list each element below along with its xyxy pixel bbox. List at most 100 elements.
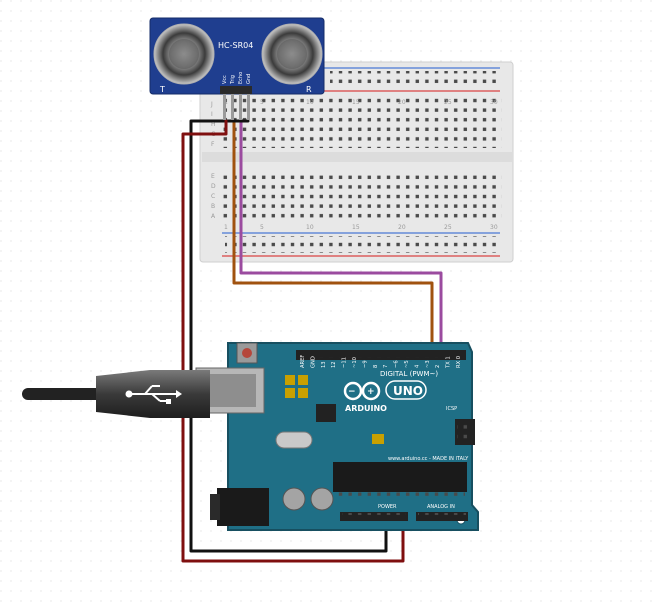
- sensor-corner-right: R: [306, 85, 312, 94]
- breadboard-row-letter: C: [211, 193, 215, 200]
- breadboard-column-number: 25: [444, 99, 452, 106]
- usb-icon-arrow: [176, 390, 182, 398]
- digital-pin-label: ~5: [404, 360, 410, 368]
- crystal-oscillator: [275, 431, 313, 449]
- breadboard-column-number: 15: [352, 224, 360, 231]
- analog-label: ANALOG IN: [427, 504, 455, 510]
- sensor-pin: [231, 94, 234, 120]
- center-channel: [202, 152, 512, 162]
- arduino-uno-board: AREF GND 13 12 ~11 ~10 ~9 8 7 ~6 ~5 4 ~3 2 TX 1 RX 0 DI…: [195, 342, 479, 531]
- digital-pin-label: 8: [373, 365, 379, 368]
- breadboard-row-letter: J: [210, 101, 213, 108]
- breadboard-row-letter: F: [211, 141, 215, 148]
- digital-pin-label: 13: [321, 361, 327, 368]
- digital-pin-label: ~10: [352, 357, 358, 368]
- capacitor: [310, 487, 334, 511]
- digital-pin-label: GND: [310, 356, 316, 368]
- digital-pin-label: ~11: [342, 357, 348, 368]
- usb-b-connector-inner: [204, 374, 256, 407]
- led-l: [285, 375, 295, 385]
- wire-echo-to-pin-3: [239, 119, 443, 352]
- top-rail-holes: [330, 71, 500, 88]
- model-text: UNO: [393, 384, 423, 398]
- breadboard-column-number: 5: [260, 224, 264, 231]
- digital-label: DIGITAL (PWM~): [380, 370, 438, 378]
- upper-terminal-holes: [220, 98, 502, 148]
- brand-text: ARDUINO: [345, 404, 387, 413]
- dc-power-jack-tip: [210, 494, 220, 520]
- power-header-pins: [342, 513, 406, 520]
- digital-pin-label: ~3: [425, 360, 431, 368]
- breadboard-column-number: 20: [398, 99, 406, 106]
- digital-header-pins: [298, 352, 464, 358]
- bottom-rail-holes: [225, 236, 500, 253]
- sensor-pin-label: Echo: [238, 72, 244, 84]
- icsp-label: ICSP: [446, 406, 457, 412]
- breadboard-column-number: 10: [306, 99, 314, 106]
- digital-pin-label: 12: [331, 361, 337, 368]
- digital-pin-label: ~9: [362, 360, 368, 368]
- breadboard-column-number: 25: [444, 224, 452, 231]
- arduino-logo: − +: [343, 381, 381, 401]
- sensor-corner-left: T: [159, 85, 165, 94]
- breadboard-column-number: 1: [224, 224, 228, 231]
- sensor-pin-label: Vcc: [222, 75, 228, 84]
- digital-pin-label: 2: [435, 365, 441, 368]
- digital-pin-label: TX 1: [446, 356, 452, 369]
- sensor-pin-label: Trig: [230, 75, 236, 85]
- reset-button-cap[interactable]: [242, 348, 252, 358]
- breadboard-column-number: 15: [352, 99, 360, 106]
- breadboard-column-number: 5: [260, 99, 264, 106]
- digital-pin-label: AREF: [300, 355, 306, 368]
- usb-chip: [316, 404, 336, 422]
- model-badge: [385, 380, 427, 400]
- chip-pins-top: [335, 458, 465, 462]
- digital-pin-label: ~6: [394, 360, 400, 368]
- wires: [181, 119, 443, 563]
- usb-icon-dot: [125, 390, 133, 398]
- svg-text:−: −: [348, 387, 356, 397]
- digital-pin-label: RX 0: [456, 356, 462, 368]
- atmega-chip: [333, 462, 467, 492]
- breadboard-row-letter: I: [211, 111, 213, 118]
- breadboard-column-number: 20: [398, 224, 406, 231]
- led-tx: [298, 375, 308, 385]
- power-label: POWER: [378, 504, 397, 510]
- breadboard-column-number: 30: [490, 99, 498, 106]
- svg-text:+: +: [367, 387, 375, 397]
- wire-trig-to-pin-2: [232, 119, 434, 352]
- usb-icon-square: [166, 399, 171, 404]
- chip-pins-bottom: [335, 492, 465, 496]
- analog-header-pins: [418, 513, 466, 520]
- lower-terminal-holes: [220, 170, 502, 220]
- icsp-pins: [457, 421, 473, 443]
- breadboard-row-letter: D: [211, 183, 216, 190]
- sensor-pin: [223, 94, 226, 120]
- sensor-pin-header: [220, 86, 252, 94]
- smd-component: [372, 434, 384, 444]
- capacitor: [282, 487, 306, 511]
- breadboard-column-number: 10: [306, 224, 314, 231]
- dc-power-jack: [217, 488, 269, 526]
- wire-vcc-to-5v: [181, 119, 405, 563]
- led-on: [298, 388, 308, 398]
- breadboard-column-number: 30: [490, 224, 498, 231]
- wire-gnd-to-gnd: [189, 119, 388, 553]
- sensor-pin-label: Gnd: [246, 74, 252, 84]
- breadboard-row-letter: A: [211, 213, 216, 220]
- sensor-pin: [239, 94, 242, 120]
- digital-pin-label: 7: [383, 365, 389, 368]
- usb-icon: [128, 385, 176, 402]
- usb-cable: [22, 370, 210, 418]
- breadboard-row-letter: B: [211, 203, 215, 210]
- breadboard-row-letter: E: [211, 173, 215, 180]
- digital-pin-label: 4: [414, 364, 420, 368]
- sensor-pin: [247, 94, 250, 120]
- sensor-model: HC-SR04: [218, 41, 253, 50]
- led-rx: [285, 388, 295, 398]
- breadboard-row-letter: H: [211, 121, 216, 128]
